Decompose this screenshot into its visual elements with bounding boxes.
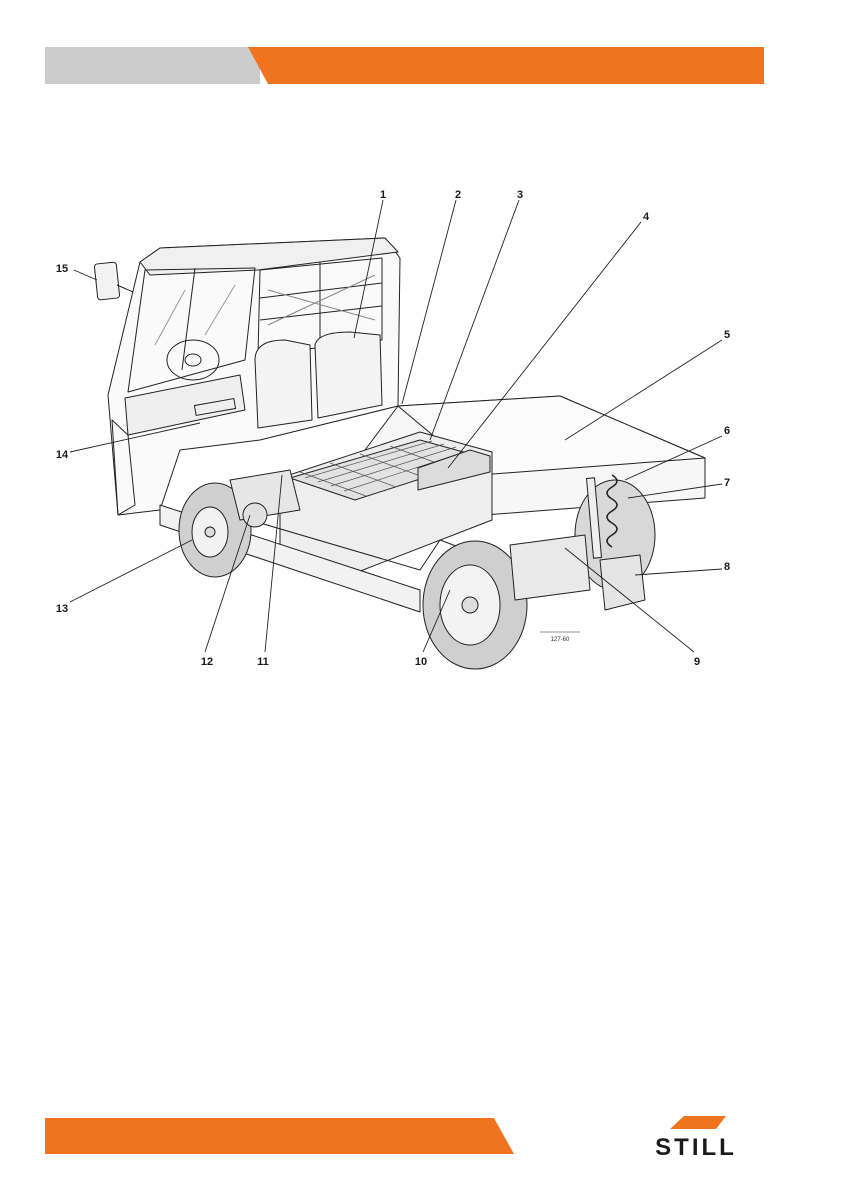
leader-8 (635, 569, 722, 575)
callout-12: 12 (201, 656, 213, 668)
seat-back (255, 340, 312, 428)
footer-orange-block (45, 1118, 514, 1154)
callout-13: 13 (56, 603, 68, 615)
header-bar (0, 0, 842, 100)
vehicle-drawing (94, 238, 705, 669)
vehicle-illustration: 1 2 3 4 5 6 7 8 9 10 11 12 13 14 15 127-… (0, 150, 842, 690)
callout-5: 5 (724, 329, 730, 341)
callout-8: 8 (724, 561, 730, 573)
seat-back-2 (315, 332, 382, 418)
callout-15: 15 (56, 263, 68, 275)
callout-4: 4 (643, 211, 650, 223)
callout-11: 11 (257, 656, 269, 668)
header-orange-block (248, 47, 764, 84)
callout-2: 2 (455, 189, 461, 201)
callout-9: 9 (694, 656, 700, 668)
logo-orange-swoosh (670, 1116, 726, 1129)
side-mirror (94, 262, 120, 300)
header-grey-block (45, 47, 260, 84)
rear-hub (462, 597, 478, 613)
callout-6: 6 (724, 425, 730, 437)
callout-1: 1 (380, 189, 386, 201)
still-logo-mark: STILL (626, 1115, 766, 1157)
callout-14: 14 (56, 449, 69, 461)
leader-13 (70, 540, 192, 602)
leader-2 (402, 200, 456, 404)
callout-3: 3 (517, 189, 523, 201)
callout-7: 7 (724, 477, 730, 489)
logo-text: STILL (655, 1134, 737, 1157)
front-hub (205, 527, 215, 537)
figure-reference-code: 127-60 (551, 637, 570, 643)
callout-10: 10 (415, 656, 427, 668)
leader-15 (74, 270, 97, 280)
steering-cylinder (243, 503, 267, 527)
drive-motor (510, 535, 590, 600)
axle-bracket (600, 555, 645, 610)
still-logo: STILL (626, 1115, 766, 1157)
leader-5 (565, 340, 722, 440)
